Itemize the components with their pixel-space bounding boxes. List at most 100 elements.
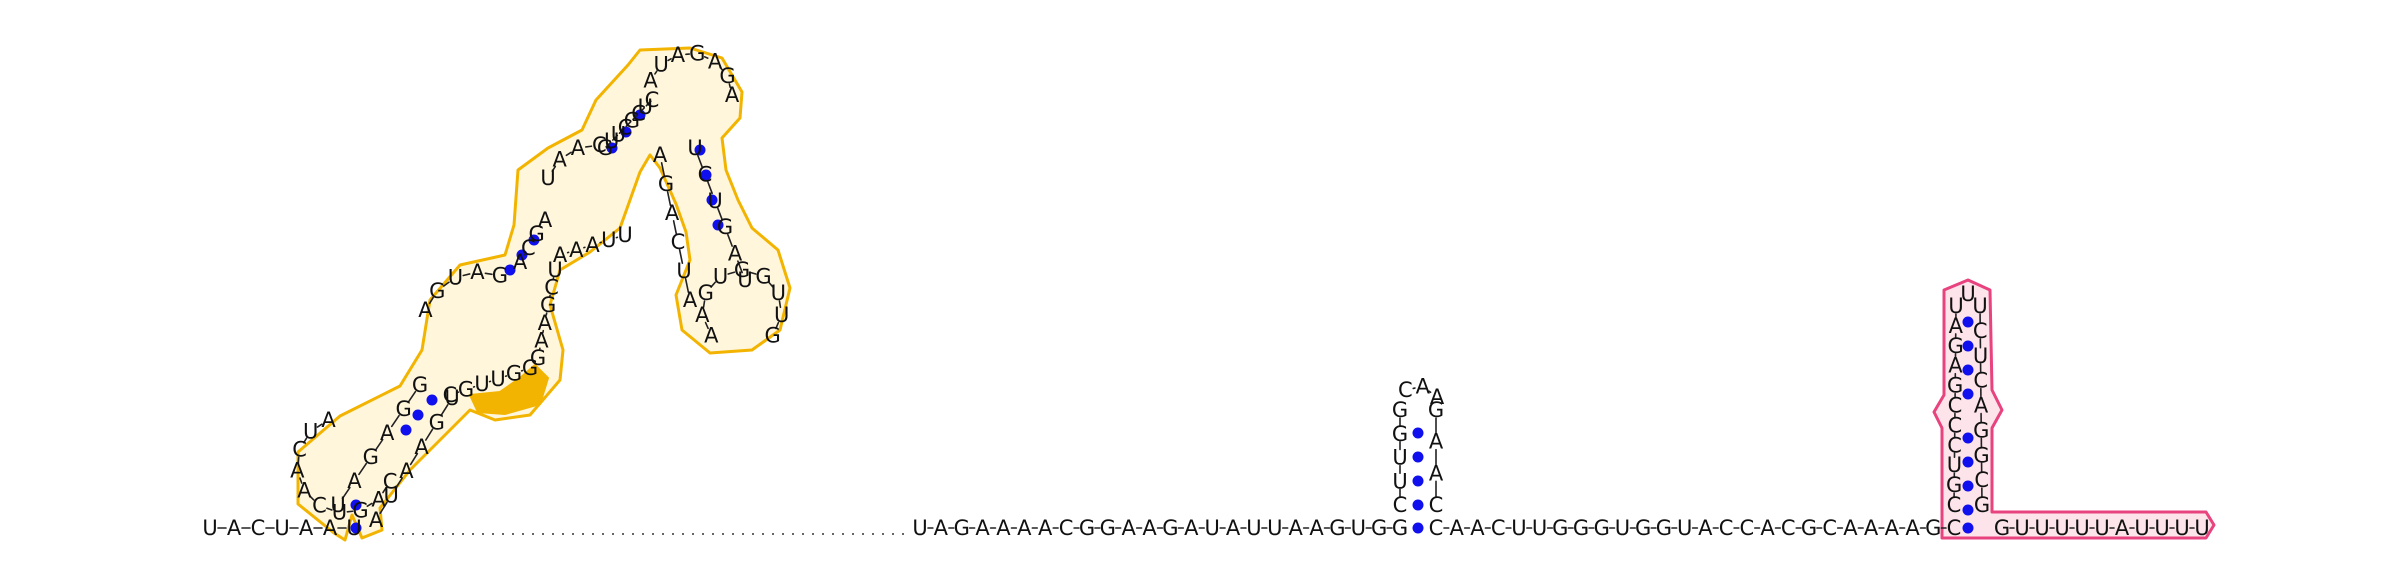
mid-loop-upper: A: [571, 136, 586, 160]
bulge-upper: U: [448, 265, 463, 289]
bulge-lower: U: [490, 367, 505, 391]
right-hairpin-right: G: [1973, 443, 1989, 467]
main-segment-nucleotide: A: [1226, 516, 1241, 540]
right-hairpin-left: C: [1947, 493, 1962, 517]
base-pair-dot: [634, 109, 646, 121]
top-loop-link: [728, 83, 731, 89]
main-segment-nucleotide: U: [1511, 516, 1526, 540]
main-segment-nucleotide: U: [1351, 516, 1366, 540]
main-segment-nucleotide: A: [1122, 516, 1137, 540]
right-hairpin-right: C: [1973, 369, 1988, 393]
top-loop-link: [703, 56, 709, 59]
main-segment-nucleotide: G: [1162, 516, 1178, 540]
loop1-nucleotide-link: [326, 507, 333, 511]
stem3-link: [625, 120, 632, 128]
base-pair-dots: [350, 109, 1974, 534]
stem2-five-prime: A: [513, 250, 528, 274]
base-pair-dot: [1962, 316, 1974, 328]
right-hairpin-right: G: [1973, 418, 1989, 442]
mid-loop-upper: A: [552, 148, 567, 172]
terminal-loop: G: [698, 281, 714, 305]
main-segment-nucleotide: C: [1059, 516, 1074, 540]
center-hairpin-loop-link: [1428, 390, 1432, 394]
tail-nucleotide: U: [2134, 516, 2149, 540]
main-segment-nucleotide: G: [1594, 516, 1610, 540]
main-segment-nucleotide: A: [1184, 516, 1199, 540]
terminal-loop-link: [767, 281, 774, 288]
stem3: C: [631, 102, 646, 126]
stem1-three-prime-link: [379, 501, 388, 515]
stem4-five-prime: U: [676, 259, 691, 283]
backbone-lines: [217, 53, 2195, 535]
base-pair-dot: [350, 499, 362, 511]
stem1-five-prime: G: [395, 397, 411, 421]
bulge-lower: C: [443, 383, 458, 407]
terminal-loop-link: [748, 271, 757, 275]
main-segment-nucleotide: A: [1885, 516, 1900, 540]
main-segment-nucleotide: G: [1801, 516, 1817, 540]
center-hairpin-left: C: [1393, 493, 1408, 517]
main-segment-nucleotide: A: [1905, 516, 1920, 540]
terminal-loop: A: [704, 324, 719, 348]
right-hairpin-right: C: [1974, 468, 1989, 492]
top-loop: U: [653, 52, 668, 76]
loop1-nucleotide: U: [332, 501, 347, 525]
tail-nucleotide: U: [2094, 516, 2109, 540]
stem4-three-prime-link: [697, 154, 703, 168]
terminal-loop: U: [774, 303, 789, 327]
stem1-five-prime: A: [347, 469, 362, 493]
stem1-three-prime-link: [425, 428, 434, 441]
right-hairpin-left: C: [1947, 433, 1962, 457]
tail-nucleotide: U: [2154, 516, 2169, 540]
base-pair-dot: [1962, 522, 1974, 534]
base-pair-dot: [1962, 388, 1974, 400]
five-prime-nucleotide: A: [323, 516, 338, 540]
base-pair-dot: [504, 264, 516, 276]
main-segment-nucleotide: G: [1100, 516, 1116, 540]
terminal-loop: A: [695, 303, 710, 327]
top-loop: A: [643, 69, 658, 93]
right-hairpin-left: C: [1947, 413, 1962, 437]
stem3: C: [645, 88, 660, 112]
mid-loop-upper-link: [551, 165, 557, 172]
mid-loop-upper-link: [565, 151, 572, 157]
terminal-loop: U: [771, 281, 786, 305]
main-segment-nucleotide: G: [1371, 516, 1387, 540]
main-segment-nucleotide: G: [1635, 516, 1651, 540]
stem4-three-prime-link: [727, 233, 733, 247]
stem1-five-prime: U: [330, 493, 345, 517]
five-prime-nucleotide: U: [346, 516, 361, 540]
stem2-three-prime: A: [538, 311, 553, 335]
stem2-five-prime: C: [521, 236, 536, 260]
highlight-regions: [296, 46, 2216, 542]
terminal-loop-link: [778, 300, 782, 309]
main-segment-nucleotide: U: [1532, 516, 1547, 540]
stem4-five-prime-link: [666, 191, 672, 206]
stem3-link: [645, 100, 652, 107]
stem4-five-prime-link: [672, 220, 678, 235]
bulge-upper: A: [470, 260, 485, 284]
main-segment-nucleotide: A: [1288, 516, 1303, 540]
terminal-loop: U: [713, 264, 728, 288]
bulge-upper-link: [462, 273, 471, 277]
stem4-three-prime: U: [687, 136, 702, 160]
center-hairpin-left: U: [1392, 469, 1407, 493]
center-hairpin-left: G: [1392, 398, 1408, 422]
stem4-three-prime-link: [707, 181, 713, 195]
mid-loop-upper: C: [592, 133, 607, 157]
pink-highlight-outline: [1932, 278, 2216, 540]
terminal-loop-link: [710, 281, 717, 288]
main-segment-nucleotide: U: [1246, 516, 1261, 540]
mid-loop-lower: A: [585, 233, 600, 257]
main-segment-nucleotide: U: [1677, 516, 1692, 540]
main-segment-nucleotide: G: [1552, 516, 1568, 540]
stem1-five-prime-link: [374, 438, 384, 452]
bulge-upper-link: [484, 272, 493, 276]
top-loop: A: [725, 83, 740, 107]
stem4-three-prime-link: [737, 260, 743, 274]
top-loop: A: [708, 49, 723, 73]
loop1-nucleotide-link: [346, 510, 354, 513]
bulge-lower: G: [522, 356, 538, 380]
